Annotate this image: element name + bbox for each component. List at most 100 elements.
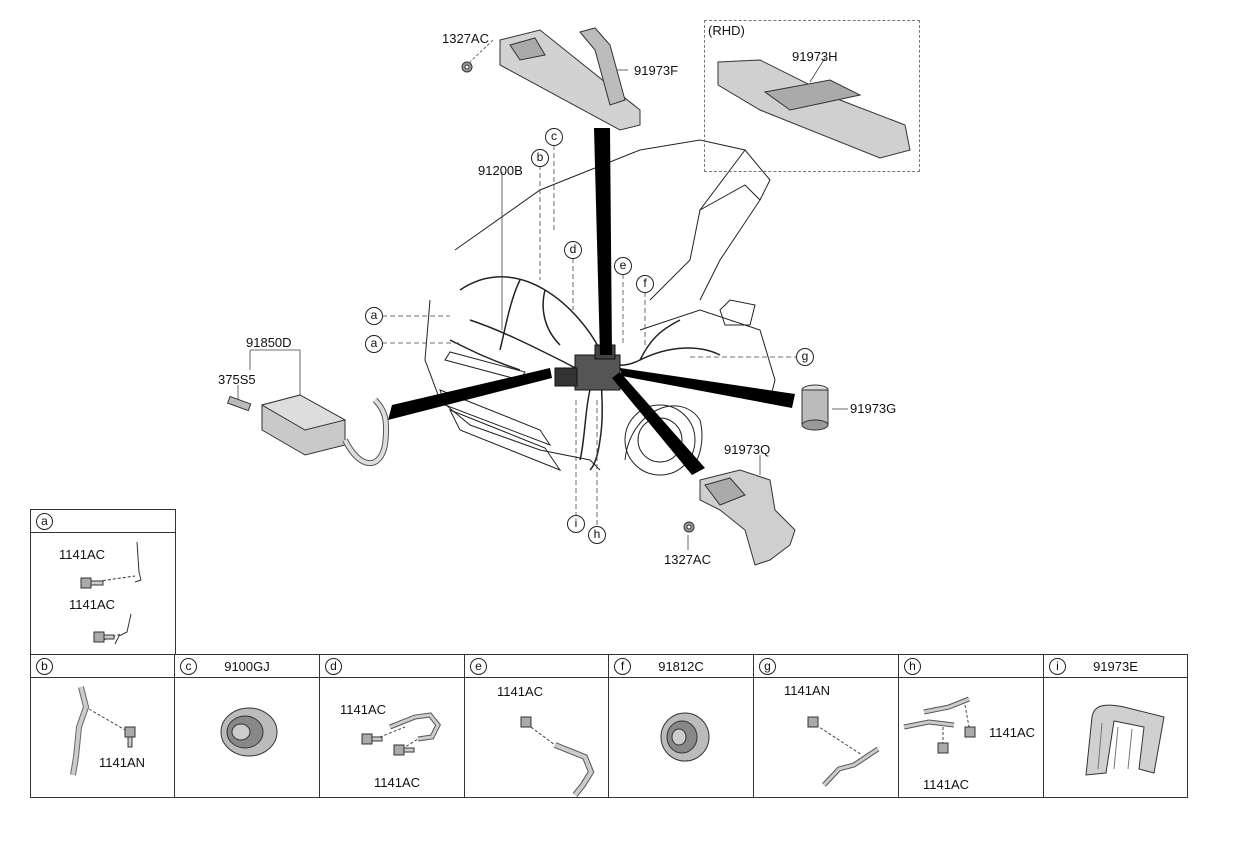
detail-letter: i [1049,658,1066,675]
car-headlight [444,351,526,381]
label-91973g: 91973G [850,401,897,416]
label-91200b: 91200B [478,163,523,178]
detail-cell-h: h 1141AC 1141AC [898,654,1044,798]
callout-e: e [614,257,632,275]
callout-d: d [564,241,582,259]
detail-letter: e [470,658,487,675]
junction-block-91850d [260,394,390,467]
label-91850d: 91850D [246,335,292,350]
pointer-band-top [594,128,612,355]
detail-cell-a: a 1141AC 1141AC [30,509,176,655]
detail-cell-header: b [31,655,174,678]
bolt-icon [124,726,136,748]
label-1327ac-bottom: 1327AC [664,552,711,567]
bolt-icon [937,742,949,754]
callout-a-upper: a [365,307,383,325]
detail-cell-d: d 1141AC 1141AC [319,654,465,798]
grommet-icon [220,707,278,757]
detail-h-label-bottom: 1141AC [923,777,970,792]
callout-f: f [636,275,654,293]
detail-code: 91973E [1093,659,1138,674]
detail-cell-header: f 91812C [609,655,753,678]
callout-c: c [545,128,563,146]
protector-91973q [699,469,796,566]
detail-cell-e: e 1141AC [464,654,609,798]
detail-cell-header: a [31,510,175,533]
fuse-375s5 [226,395,252,412]
protector-91973h [717,59,911,159]
callout-i: i [567,515,585,533]
detail-code: 9100GJ [224,659,270,674]
bolt-icon [93,631,115,643]
car-a-pillar [744,149,771,201]
nut-1327ac-bottom [683,521,695,533]
detail-d-label-top: 1141AC [340,702,387,717]
junction-box [574,354,621,391]
cap-91973g [801,384,829,431]
bolt-icon [80,577,104,589]
pointer-band-right [620,368,795,408]
detail-cell-header: d [320,655,464,678]
bolt-icon [964,726,976,738]
detail-letter: f [614,658,631,675]
pointer-band-lower [612,372,705,475]
bolt-icon [393,744,415,756]
detail-letter: h [904,658,921,675]
detail-a-label-bottom: 1141AC [69,597,116,612]
car-wheel [624,404,696,476]
nut-1327ac-top [461,61,473,73]
car-fender-outline [639,309,776,401]
detail-cell-f: f 91812C [608,654,754,798]
detail-cell-i: i 91973E [1043,654,1188,798]
car-lower-grille [448,409,562,472]
harness-main [459,276,721,366]
protector-91973f [499,27,641,131]
bolt-icon [520,716,532,728]
detail-e-illustration [520,716,595,797]
detail-code: 91812C [658,659,704,674]
label-91973q: 91973Q [724,442,771,457]
car-windshield [699,184,761,301]
detail-g-label: 1141AN [784,683,831,698]
callout-b: b [531,149,549,167]
detail-letter: g [759,658,776,675]
detail-cell-header: e [465,655,608,678]
detail-a-illustration [80,541,142,645]
detail-cell-b: b 1141AN [30,654,175,798]
harness-cover-icon [1085,704,1165,776]
car-hood-outline [454,139,746,301]
car-mirror [719,299,756,326]
detail-e-label: 1141AC [497,684,544,699]
grommet-icon [660,712,710,762]
detail-cell-header: c 9100GJ [175,655,319,678]
detail-h-illustration [903,696,976,754]
detail-letter: d [325,658,342,675]
detail-cell-g: g 1141AN [753,654,899,798]
detail-cell-header: h [899,655,1043,678]
bolt-icon [361,733,383,745]
callout-g: g [796,348,814,366]
label-1327ac-top: 1327AC [442,31,489,46]
bolt-icon [807,716,819,728]
rhd-variant-box [704,20,920,172]
car-wheel-arch [624,405,703,471]
label-rhd: (RHD) [708,23,745,38]
detail-letter: b [36,658,53,675]
detail-b-illustration [70,686,136,776]
detail-b-label: 1141AN [99,755,146,770]
car-front-bumper [424,299,601,471]
label-375s5: 375S5 [218,372,256,387]
detail-letter: c [180,658,197,675]
label-91973h: 91973H [792,49,838,64]
label-91973f: 91973F [634,63,679,78]
detail-g-illustration [807,716,880,787]
callout-h: h [588,526,606,544]
detail-letter: a [36,513,53,530]
detail-d-illustration [361,712,441,756]
detail-h-label-right: 1141AC [989,725,1036,740]
detail-a-label-top: 1141AC [59,547,106,562]
callout-a-lower: a [365,335,383,353]
detail-cell-header: i 91973E [1044,655,1187,678]
pointer-band-left [388,368,552,420]
